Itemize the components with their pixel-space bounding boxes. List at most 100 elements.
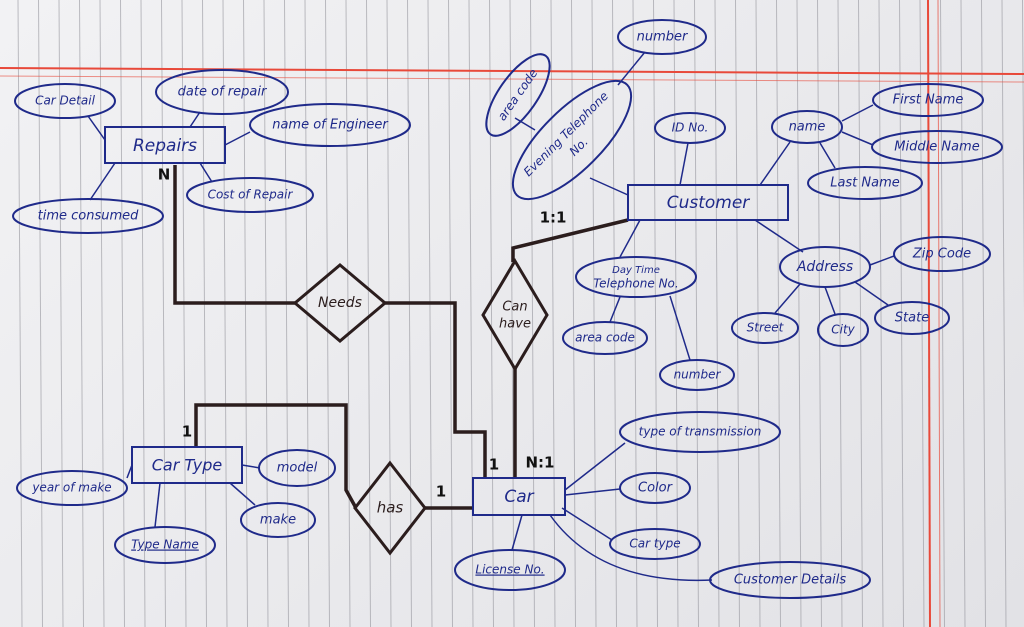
- svg-text:Evening Telephone: Evening Telephone: [521, 89, 611, 179]
- paper-rule-line: [612, 0, 617, 627]
- svg-text:has: has: [377, 499, 404, 517]
- svg-text:Cost of Repair: Cost of Repair: [208, 188, 294, 202]
- svg-text:Customer: Customer: [667, 193, 751, 213]
- red-margin-line-vertical: [927, 0, 931, 627]
- paper-rule-line: [899, 0, 904, 627]
- svg-text:State: State: [895, 311, 929, 326]
- attr-car-detail: Car Detail: [14, 83, 116, 119]
- attr-type-of-transmission: type of transmission: [619, 411, 781, 453]
- svg-text:ID No.: ID No.: [672, 121, 709, 135]
- attr-daytime-number: number: [659, 359, 735, 391]
- paper-rule-line: [427, 0, 433, 627]
- paper-rule-line: [694, 0, 699, 627]
- attr-cost-of-repair: Cost of Repair: [186, 177, 314, 213]
- svg-text:Car type: Car type: [629, 537, 680, 551]
- paper-rule-line: [632, 0, 638, 627]
- svg-text:area code: area code: [575, 331, 635, 345]
- attr-zip-code: Zip Code: [893, 236, 991, 272]
- connector-customer-canhave: [511, 218, 629, 262]
- svg-text:Street: Street: [747, 321, 785, 335]
- paper-rule-line: [140, 0, 146, 627]
- svg-text:make: make: [260, 513, 296, 528]
- svg-text:Color: Color: [638, 481, 674, 496]
- paper-rule-line: [448, 0, 453, 627]
- paper-rule-line: [735, 0, 740, 627]
- paper-rule-line: [714, 0, 720, 627]
- paper-rule-line: [960, 0, 966, 627]
- paper-rule-line: [222, 0, 228, 627]
- svg-text:First Name: First Name: [893, 93, 964, 108]
- paper-rule-line: [202, 0, 207, 627]
- relationship-has: has: [353, 460, 427, 556]
- svg-text:Middle Name: Middle Name: [894, 140, 979, 155]
- svg-text:Type Name: Type Name: [131, 538, 199, 552]
- svg-text:model: model: [277, 461, 318, 476]
- paper-rule-line: [591, 0, 597, 627]
- attr-time-consumed: time consumed: [12, 198, 164, 234]
- attr-address: Address: [779, 246, 871, 288]
- cardinality-repairs-needs: N: [158, 166, 171, 184]
- connector-repairs-needs: [173, 165, 296, 305]
- paper-rule-line: [571, 0, 576, 627]
- attr-middle-name: Middle Name: [871, 130, 1003, 164]
- attr-year-of-make: year of make: [16, 470, 128, 506]
- paper-rule-line: [181, 0, 187, 627]
- paper-rule-line: [817, 0, 822, 627]
- cardinality-customer-canhave: 1:1: [540, 209, 567, 227]
- red-margin-line-horizontal-2: [0, 75, 1024, 83]
- entity-repairs: Repairs: [104, 126, 226, 164]
- paper-rule-line: [38, 0, 43, 627]
- paper-rule-line: [325, 0, 330, 627]
- svg-text:Day Time: Day Time: [612, 265, 660, 276]
- paper-rule-line: [161, 0, 166, 627]
- attr-state: State: [874, 301, 950, 335]
- cardinality-car-has: 1: [436, 483, 446, 501]
- attr-daytime-area-code: area code: [562, 321, 648, 355]
- svg-text:Car Type: Car Type: [152, 456, 223, 475]
- svg-text:Zip Code: Zip Code: [912, 247, 971, 262]
- attr-last-name: Last Name: [807, 166, 923, 200]
- svg-text:number: number: [674, 368, 722, 382]
- paper-rule-line: [796, 0, 802, 627]
- svg-text:time consumed: time consumed: [38, 209, 140, 224]
- svg-text:number: number: [637, 30, 689, 45]
- svg-text:name: name: [789, 120, 826, 135]
- red-margin-line-vertical-2: [937, 0, 941, 627]
- attr-name-of-engineer: name of Engineer: [249, 103, 411, 147]
- attr-street: Street: [731, 312, 799, 344]
- paper-rule-line: [284, 0, 289, 627]
- svg-text:type of transmission: type of transmission: [639, 425, 762, 439]
- svg-text:Last Name: Last Name: [830, 176, 900, 191]
- paper-rule-line: [1022, 0, 1024, 314]
- paper-rule-line: [878, 0, 884, 627]
- paper-rule-line: [468, 0, 474, 627]
- svg-text:name of Engineer: name of Engineer: [272, 118, 389, 133]
- svg-text:Car: Car: [504, 487, 534, 507]
- svg-text:Customer Details: Customer Details: [734, 573, 847, 588]
- entity-car-type: Car Type: [131, 446, 243, 484]
- attr-license-no: License No.: [454, 549, 566, 591]
- connector-cartype-has: [194, 403, 358, 509]
- paper-rule-line: [509, 0, 515, 627]
- paper-rule-line: [99, 0, 105, 627]
- cardinality-cartype-has: 1: [182, 423, 192, 441]
- paper-rule-line: [263, 0, 269, 627]
- paper-rule-line: [653, 0, 658, 627]
- connector-needs-car: [384, 301, 487, 478]
- svg-text:Can: Can: [502, 300, 527, 315]
- svg-text:Car Detail: Car Detail: [35, 94, 95, 108]
- notebook-lines: [17, 0, 1024, 627]
- relationship-connectors: [173, 165, 629, 510]
- paper-rule-line: [940, 0, 945, 627]
- attr-first-name: First Name: [872, 83, 984, 117]
- attr-evening-number: number: [617, 19, 707, 55]
- attr-model: model: [258, 449, 336, 487]
- attr-evening-area-code: area code: [485, 53, 551, 137]
- paper-rule-line: [407, 0, 412, 627]
- attr-id-no: ID No.: [654, 112, 726, 144]
- paper-rule-line: [58, 0, 64, 627]
- paper-rule-line: [919, 0, 925, 627]
